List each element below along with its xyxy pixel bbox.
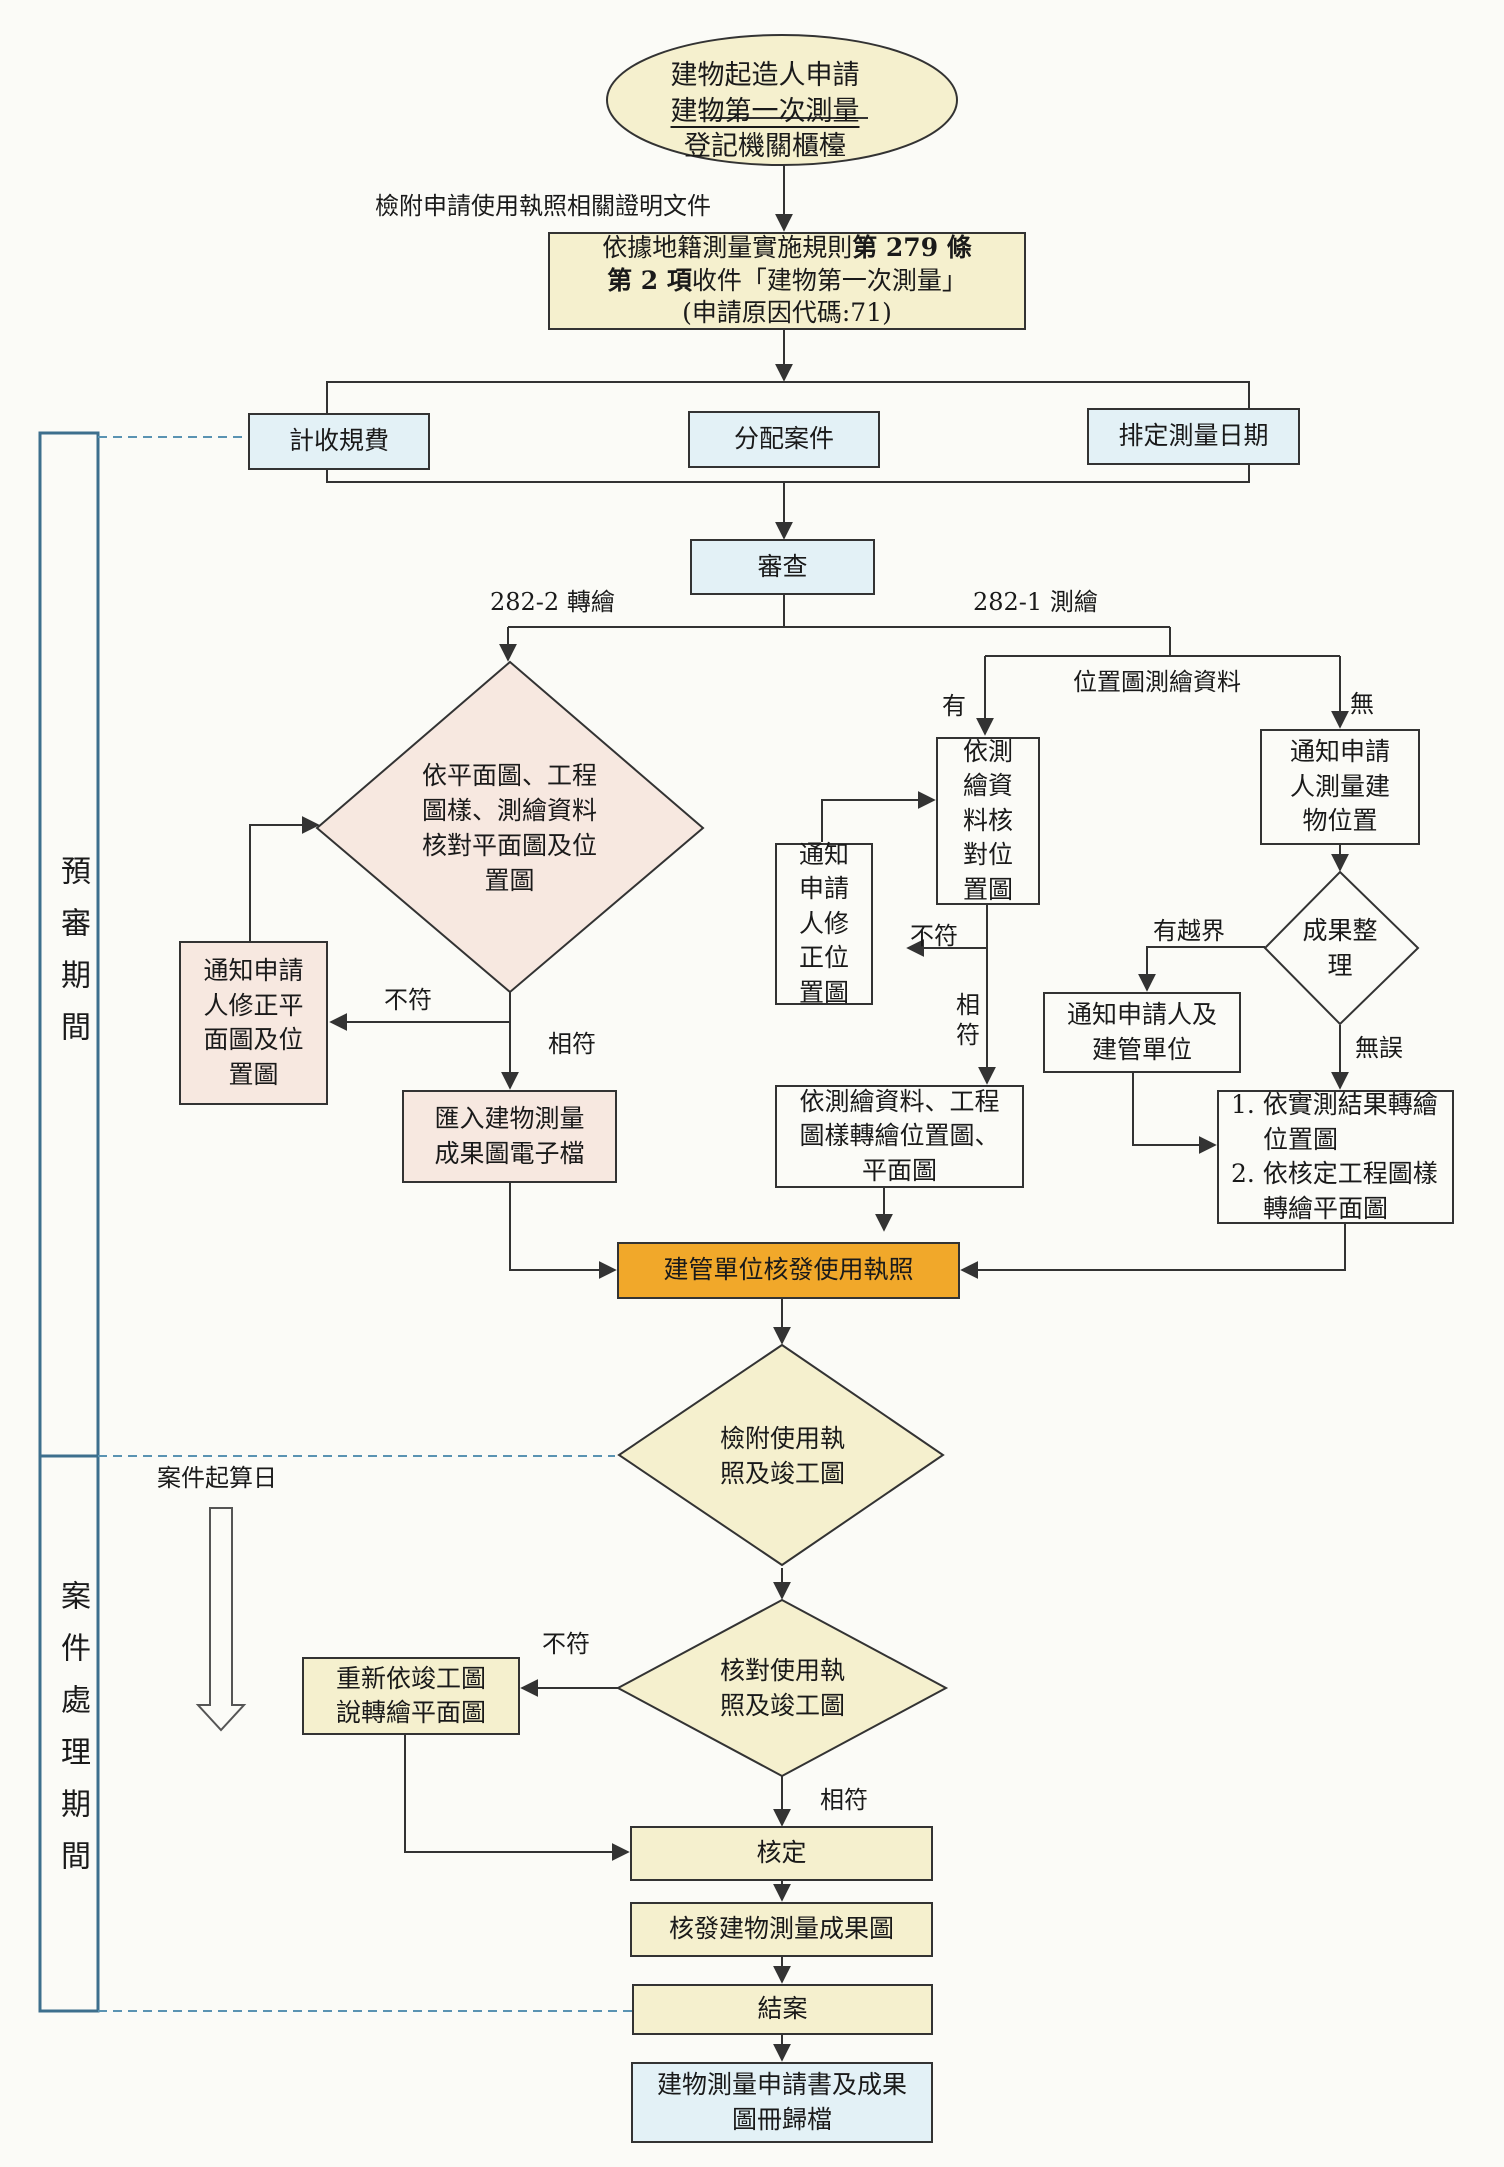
start-oval-shape [606, 34, 958, 166]
case-start-arrow [195, 1507, 247, 1732]
attach-permit-text: 檢附使用執照及竣工圖 [719, 1424, 845, 1488]
diamond-attach-shape [617, 1343, 945, 1567]
period-pre-review-label: 預審期間 [55, 855, 90, 1063]
notify-fix-plan-node: 通知申請人修正平面圖及位置圖 [179, 941, 328, 1105]
import-file-node: 匯入建物測量成果圖電子檔 [402, 1090, 617, 1183]
diamond-compare-text: 依平面圖、工程圖樣、測繪資料核對平面圖及位置圖 [422, 761, 598, 895]
archive-node: 建物測量申請書及成果圖冊歸檔 [631, 2062, 933, 2143]
receive-line2-text: 收件「建物第一次測量」 [691, 265, 967, 295]
result-list-item2: 2. 依核定工程圖樣轉繪平面圖 [1231, 1159, 1438, 1223]
assign-node: 分配案件 [688, 411, 880, 468]
verify-permit-text: 核對使用執照及竣工圖 [719, 1656, 845, 1720]
branch-282-1-label: 282-1 測繪 [973, 588, 1098, 616]
diamond-verify-shape [615, 1598, 949, 1778]
review-node: 審查 [690, 539, 875, 595]
issue-permit-node: 建管單位核發使用執照 [617, 1242, 960, 1299]
period-bar [38, 431, 100, 2013]
receive-line2: 第 2 項收件「建物第一次測量」 [607, 265, 967, 298]
mismatch-label-left: 不符 [384, 986, 432, 1014]
start-node: 建物起造人申請 建物第一次測量 登記機關櫃檯 [610, 58, 920, 165]
receive-line1-text: 依據地籍測量實施規則 [602, 233, 853, 263]
receive-code: (申請原因代碼:71) [682, 298, 892, 328]
no-error-label: 無誤 [1355, 1034, 1403, 1062]
start-line2: 建物第一次測量 [670, 95, 860, 127]
result-list-node: 1. 依實測結果轉繪位置圖 2. 依核定工程圖樣轉繪平面圖 [1217, 1090, 1454, 1224]
none-label: 無 [1350, 690, 1374, 718]
result-list-item1: 1. 依實測結果轉繪位置圖 [1231, 1090, 1438, 1154]
diamond-compare-shape [315, 660, 705, 994]
case-start-label: 案件起算日 [157, 1464, 277, 1492]
notify-authority-node: 通知申請人及建管單位 [1043, 992, 1241, 1073]
redraw-node: 重新依竣工圖說轉繪平面圖 [302, 1657, 520, 1735]
attach-docs-label: 檢附申請使用執照相關證明文件 [375, 192, 711, 220]
match-label-left: 相符 [548, 1030, 596, 1058]
match-label-mid: 相符 [956, 991, 980, 1049]
cross-boundary-label: 有越界 [1153, 917, 1225, 945]
check-location-node: 依測繪資料核對位置圖 [936, 737, 1040, 905]
match-label-bottom: 相符 [820, 1786, 868, 1814]
period-case-label: 案件處理期間 [55, 1580, 90, 1892]
start-line3: 登記機關櫃檯 [684, 131, 846, 163]
notify-fix-location-node: 通知申請人修正位置圖 [775, 840, 873, 1007]
diamond-result-shape [1263, 870, 1420, 1026]
close-case-node: 結案 [632, 1984, 933, 2035]
location-data-label: 位置圖測繪資料 [1073, 668, 1241, 696]
receive-article: 第 279 條 [852, 233, 972, 263]
result-arrange-text: 成果整理 [1302, 916, 1378, 980]
receive-node: 依據地籍測量實施規則第 279 條 第 2 項收件「建物第一次測量」 (申請原因… [548, 232, 1026, 330]
notify-survey-node: 通知申請人測量建物位置 [1260, 729, 1420, 845]
start-line1: 建物起造人申請 [670, 60, 860, 91]
receive-line1: 依據地籍測量實施規則第 279 條 [602, 232, 972, 265]
approve-node: 核定 [630, 1826, 933, 1881]
issue-result-node: 核發建物測量成果圖 [630, 1902, 933, 1957]
draw-from-data-node: 依測繪資料、工程圖樣轉繪位置圖、平面圖 [775, 1085, 1024, 1188]
receive-clause: 第 2 項 [607, 265, 692, 295]
branch-282-2-label: 282-2 轉繪 [490, 588, 615, 616]
mismatch-label-bottom: 不符 [542, 1630, 590, 1658]
mismatch-label-mid: 不符 [910, 922, 958, 950]
fee-node: 計收規費 [248, 413, 430, 470]
schedule-node: 排定測量日期 [1087, 408, 1300, 465]
has-label: 有 [942, 692, 966, 720]
